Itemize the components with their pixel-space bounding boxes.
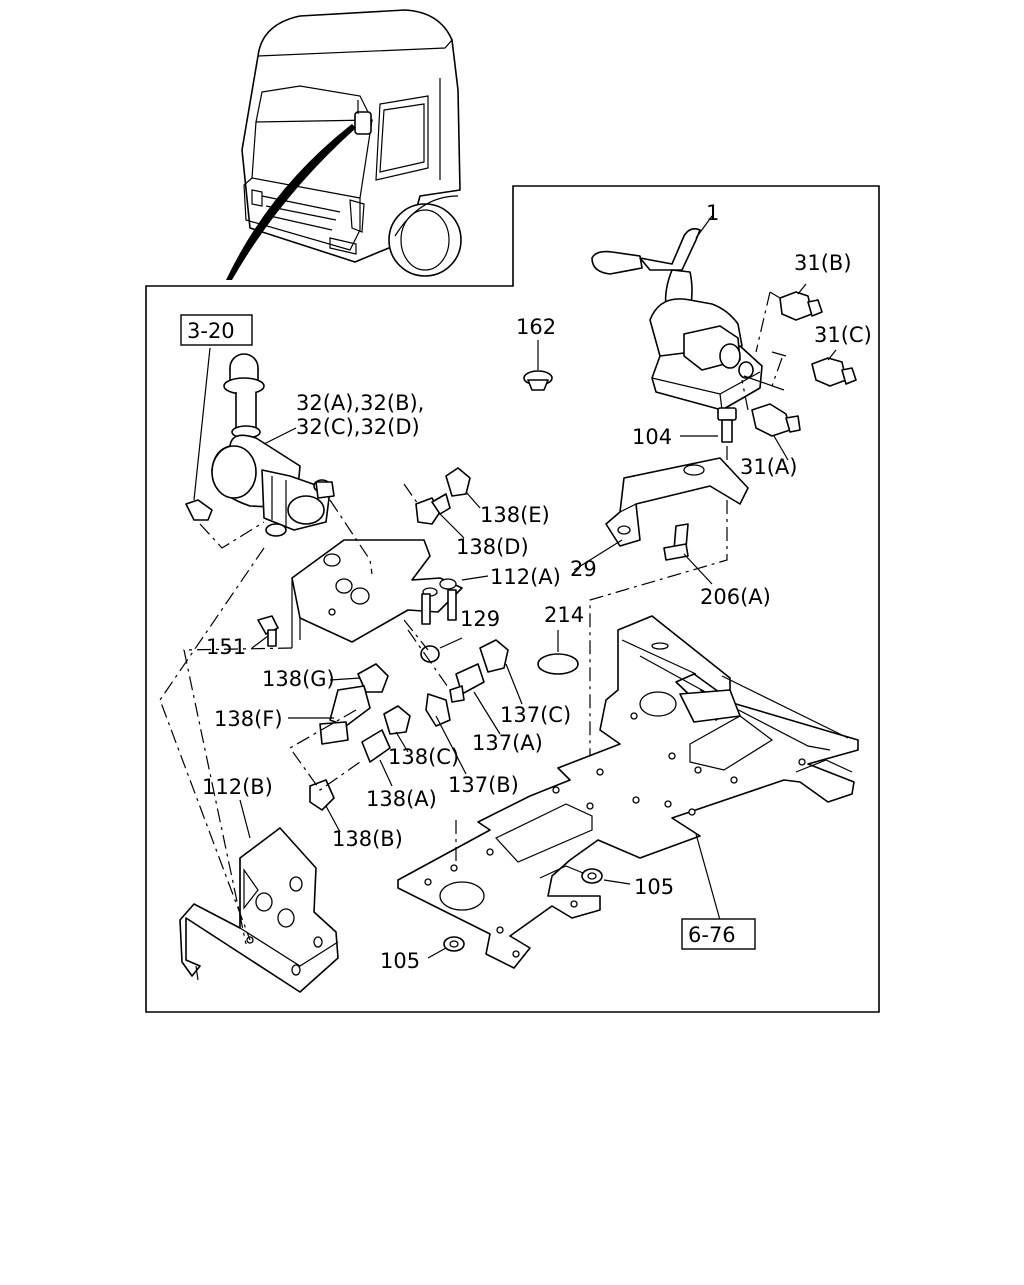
callout-104: 104 (632, 425, 672, 449)
callout-137a: 137(A) (472, 731, 543, 755)
ref-box-6-76[interactable]: 6-76 (681, 918, 756, 950)
fitting-138b (309, 779, 341, 833)
callout-138a: 138(A) (366, 787, 437, 811)
callout-105-left: 105 (380, 949, 420, 973)
fitting-138e (445, 467, 481, 509)
truck-cab-illustration (226, 9, 462, 280)
ref-label-6-76: 6-76 (688, 923, 736, 947)
callout-206a: 206(A) (700, 585, 771, 609)
base-plate (397, 615, 859, 969)
ref-box-3-20[interactable]: 3-20 (180, 314, 253, 346)
bracket-112b (179, 799, 339, 993)
plug-214 (537, 630, 579, 675)
fitting-138c (383, 705, 411, 753)
fitting-138f (288, 685, 371, 745)
valve-31b (779, 283, 823, 321)
callout-138c: 138(C) (388, 745, 459, 769)
callout-112b: 112(B) (202, 775, 273, 799)
nut-105-left (427, 936, 465, 959)
bolt-104 (680, 407, 737, 443)
callout-129: 129 (460, 607, 500, 631)
shift-lever-assembly (591, 215, 763, 411)
callout-138g: 138(G) (262, 667, 335, 691)
fitting-138d (415, 493, 465, 539)
bolt-actuator (185, 347, 213, 521)
callout-32-line2: 32(C),32(D) (296, 415, 420, 439)
callout-138e: 138(E) (480, 503, 550, 527)
fitting-137a (449, 663, 501, 735)
bolt-151 (251, 615, 279, 649)
callout-1: 1 (706, 201, 719, 225)
valve-31a (751, 403, 801, 461)
callout-138b: 138(B) (332, 827, 403, 851)
grommet-162 (523, 340, 553, 391)
bracket-29 (573, 457, 749, 571)
callout-31a: 31(A) (740, 455, 797, 479)
callout-31b: 31(B) (794, 251, 852, 275)
nut-105-right (581, 868, 631, 885)
callout-32-line1: 32(A),32(B), (296, 391, 424, 415)
callout-29: 29 (570, 557, 597, 581)
fitting-138a (361, 729, 393, 787)
callout-112a: 112(A) (490, 565, 561, 589)
bolts-112a (421, 589, 457, 625)
callout-137b: 137(B) (448, 773, 519, 797)
bolt-206a (663, 523, 713, 585)
callout-105-right: 105 (634, 875, 674, 899)
valve-31c (811, 349, 857, 387)
callout-137c: 137(C) (500, 703, 571, 727)
fitting-137c (479, 639, 523, 705)
fitting-137b (425, 693, 467, 775)
callout-31c: 31(C) (814, 323, 872, 347)
ref-label-3-20: 3-20 (187, 319, 235, 343)
callout-162: 162 (516, 315, 556, 339)
callout-138f: 138(F) (214, 707, 283, 731)
callout-138d: 138(D) (456, 535, 529, 559)
callout-214: 214 (544, 603, 584, 627)
diagram-frame (145, 185, 880, 1013)
callout-151: 151 (206, 635, 246, 659)
actuator-32 (211, 353, 335, 537)
